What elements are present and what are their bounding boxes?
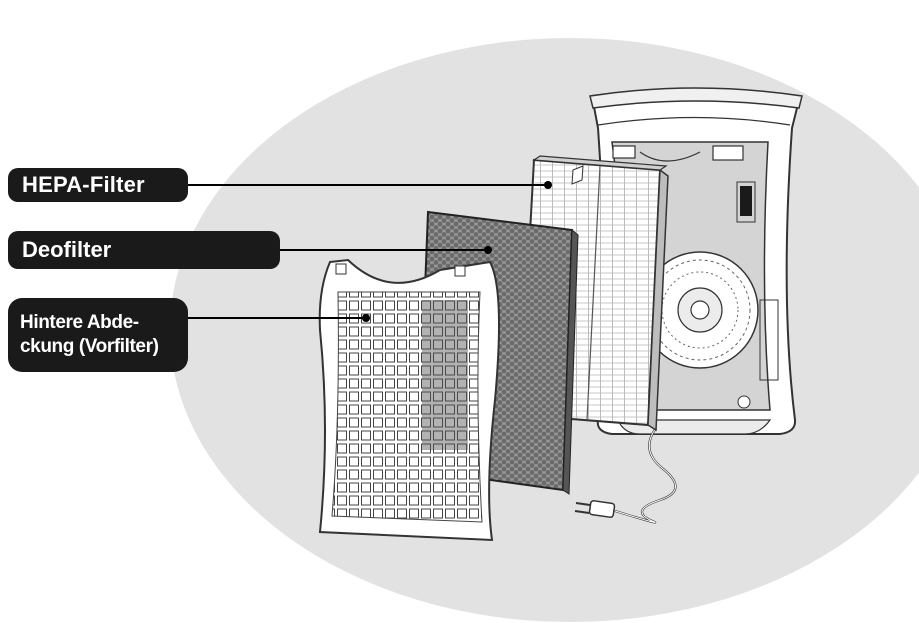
- label-hepa-text: HEPA-Filter: [22, 172, 145, 197]
- leader-dot-hepa: [544, 181, 552, 189]
- leader-dot-back: [362, 314, 370, 322]
- label-deo-filter: Deofilter: [8, 231, 280, 269]
- label-deo-text: Deofilter: [22, 237, 112, 262]
- label-hepa-filter: HEPA-Filter: [8, 168, 188, 202]
- leader-dot-deo: [484, 246, 492, 254]
- back-cover-prefilter: [318, 258, 500, 542]
- label-back-text-line1: Hintere Abde-: [20, 312, 139, 333]
- power-cord: [574, 427, 677, 524]
- label-back-cover: Hintere Abde- ckung (Vorfilter): [8, 298, 188, 372]
- label-back-text-line2: ckung (Vorfilter): [20, 336, 159, 357]
